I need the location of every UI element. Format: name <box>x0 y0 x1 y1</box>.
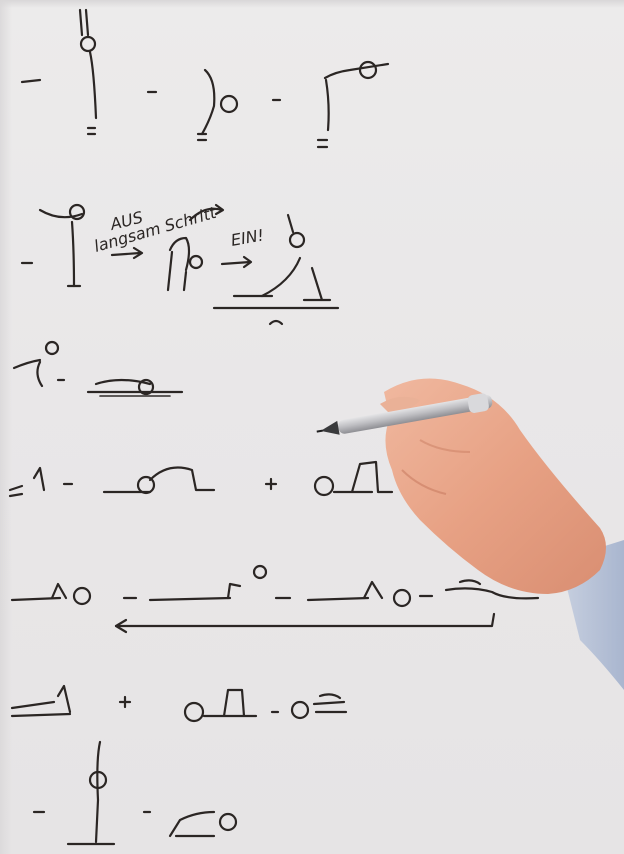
hand <box>384 378 606 594</box>
photo-edge-shadow-left <box>0 0 12 854</box>
pen <box>316 393 493 435</box>
sketch-row-4 <box>8 460 394 498</box>
thumb <box>380 396 420 416</box>
sketch-row-1 <box>20 8 390 149</box>
sketch-row-6 <box>10 684 348 723</box>
photo-edge-shadow-top <box>0 0 624 8</box>
sketch-row-7 <box>32 740 238 846</box>
sketch-row-5 <box>10 564 540 634</box>
sketch-row-3 <box>12 340 184 397</box>
